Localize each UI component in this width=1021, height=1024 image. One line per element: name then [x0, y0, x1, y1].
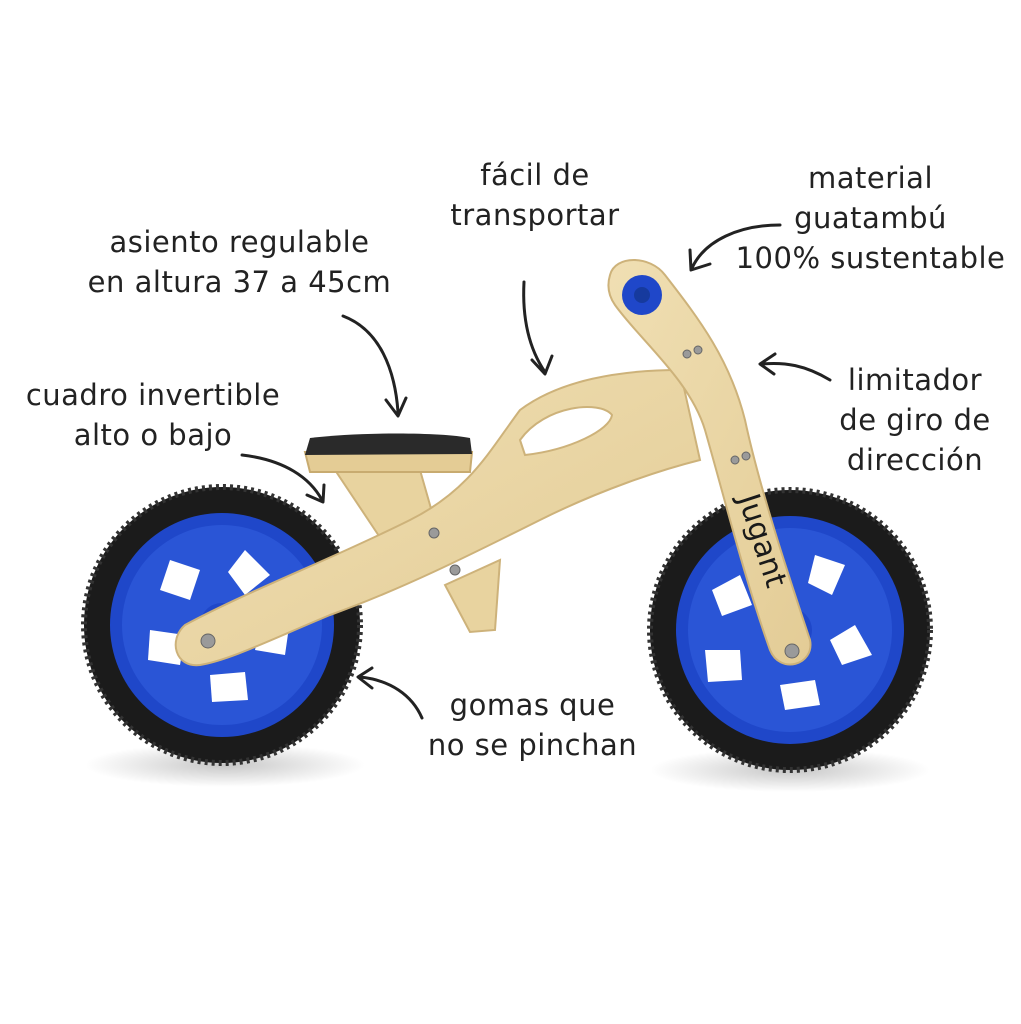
label-material-line: material — [807, 161, 934, 195]
label-material-line: guatambú — [794, 201, 947, 235]
label-seat: asiento regulable en altura 37 a 45cm — [72, 222, 407, 302]
front-wheel-spoke-windows — [705, 555, 872, 710]
frame-fin — [443, 558, 502, 634]
arrow-seat — [341, 314, 408, 418]
label-transport-line: transportar — [450, 198, 620, 232]
label-frame: cuadro invertible alto o bajo — [8, 375, 298, 455]
label-transport: fácil de transportar — [420, 155, 650, 235]
label-tires-line: gomas que — [449, 688, 616, 722]
arrow-material — [688, 223, 782, 272]
label-material-line: 100% sustentable — [735, 241, 1006, 275]
label-steering: limitador de giro de dirección — [830, 360, 1000, 480]
bolts — [200, 345, 800, 659]
label-steering-line: dirección — [846, 443, 984, 477]
label-material: material guatambú 100% sustentable — [728, 158, 1013, 278]
arrow-tires — [356, 666, 424, 720]
label-steering-line: de giro de — [839, 403, 991, 437]
label-seat-line: asiento regulable — [109, 225, 370, 259]
label-tires-line: no se pinchan — [427, 728, 638, 762]
label-frame-line: cuadro invertible — [25, 378, 281, 412]
label-transport-line: fácil de — [480, 158, 590, 192]
label-seat-line: en altura 37 a 45cm — [87, 265, 392, 299]
arrow-frame — [240, 453, 326, 504]
seat — [303, 433, 474, 473]
arrow-steering — [758, 352, 832, 382]
carry-handle-slot — [518, 406, 614, 457]
front-fork — [607, 259, 812, 666]
label-frame-line: alto o bajo — [73, 418, 233, 452]
label-tires: gomas que no se pinchan — [420, 685, 645, 765]
label-steering-line: limitador — [847, 363, 983, 397]
annotation-arrows — [240, 223, 832, 720]
arrow-transport — [522, 280, 554, 376]
rear-wheel-shadow — [85, 743, 365, 787]
